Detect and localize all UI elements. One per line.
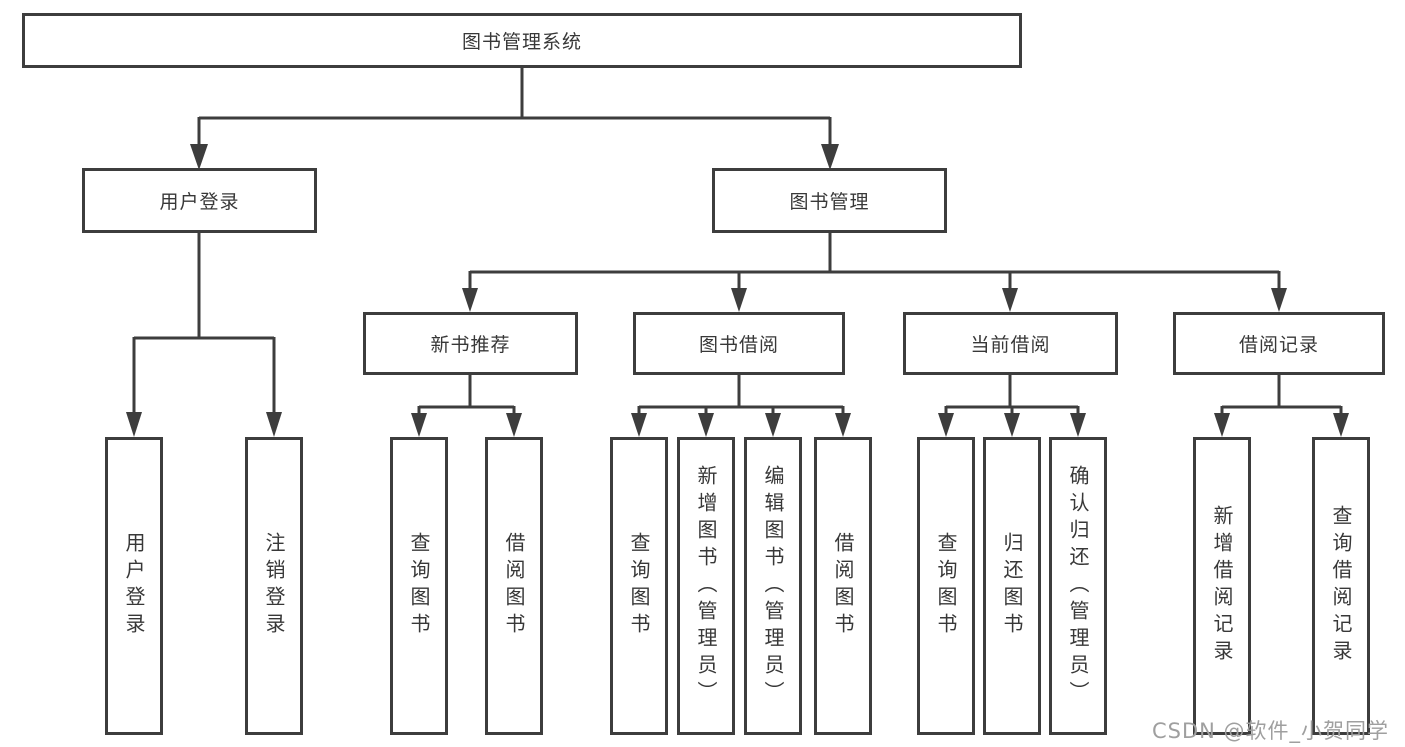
connector-new-book-recommend-to-leaves [411,375,522,437]
leaf-label: 新增图书（管理员） [694,464,718,708]
node-book-borrowing: 图书借阅 [633,312,845,375]
connector-root-to-level2 [190,68,839,170]
leaf-borrow-books-borrowing: 借阅图书 [814,437,872,735]
node-label: 用户登录 [159,191,240,213]
node-current-borrowing: 当前借阅 [903,312,1118,375]
node-label: 图书管理 [789,191,870,213]
node-book-management: 图书管理 [712,168,947,233]
leaf-label: 确认归还（管理员） [1066,464,1090,708]
leaf-label: 编辑图书（管理员） [761,464,785,708]
connector-book-management-to-level3 [462,233,1287,312]
leaf-borrow-books-recommend: 借阅图书 [485,437,543,735]
leaf-return-books: 归还图书 [983,437,1041,735]
node-label: 图书管理系统 [461,31,582,53]
leaf-query-borrow-record: 查询借阅记录 [1312,437,1370,735]
leaf-label: 用户登录 [122,532,146,640]
connector-user-login-to-leaves [126,233,282,437]
leaf-label: 查询借阅记录 [1329,505,1353,667]
connector-current-borrowing-to-leaves [938,375,1086,437]
node-label: 图书借阅 [698,334,779,356]
leaf-query-books-borrowing: 查询图书 [610,437,668,735]
leaf-label: 查询图书 [934,532,958,640]
leaf-edit-books-admin: 编辑图书（管理员） [744,437,802,735]
leaf-user-login: 用户登录 [105,437,163,735]
leaf-label: 借阅图书 [502,532,526,640]
csdn-watermark: CSDN @软件_小贺同学 [1152,719,1390,743]
connector-borrow-records-to-leaves [1214,375,1349,437]
leaf-label: 归还图书 [1000,532,1024,640]
leaf-logout: 注销登录 [245,437,303,735]
node-library-management-system: 图书管理系统 [22,13,1022,68]
node-new-book-recommend: 新书推荐 [363,312,578,375]
node-label: 借阅记录 [1238,334,1319,356]
connector-book-borrowing-to-leaves [631,375,851,437]
node-label: 当前借阅 [970,334,1051,356]
leaf-label: 查询图书 [627,532,651,640]
leaf-label: 查询图书 [407,532,431,640]
leaf-label: 注销登录 [262,532,286,640]
leaf-add-books-admin: 新增图书（管理员） [677,437,735,735]
node-user-login: 用户登录 [82,168,317,233]
leaf-label: 新增借阅记录 [1210,505,1234,667]
leaf-add-borrow-record: 新增借阅记录 [1193,437,1251,735]
leaf-query-books-current: 查询图书 [917,437,975,735]
leaf-label: 借阅图书 [831,532,855,640]
node-borrow-records: 借阅记录 [1173,312,1385,375]
node-label: 新书推荐 [430,334,511,356]
leaf-confirm-return-admin: 确认归还（管理员） [1049,437,1107,735]
leaf-query-books-recommend: 查询图书 [390,437,448,735]
